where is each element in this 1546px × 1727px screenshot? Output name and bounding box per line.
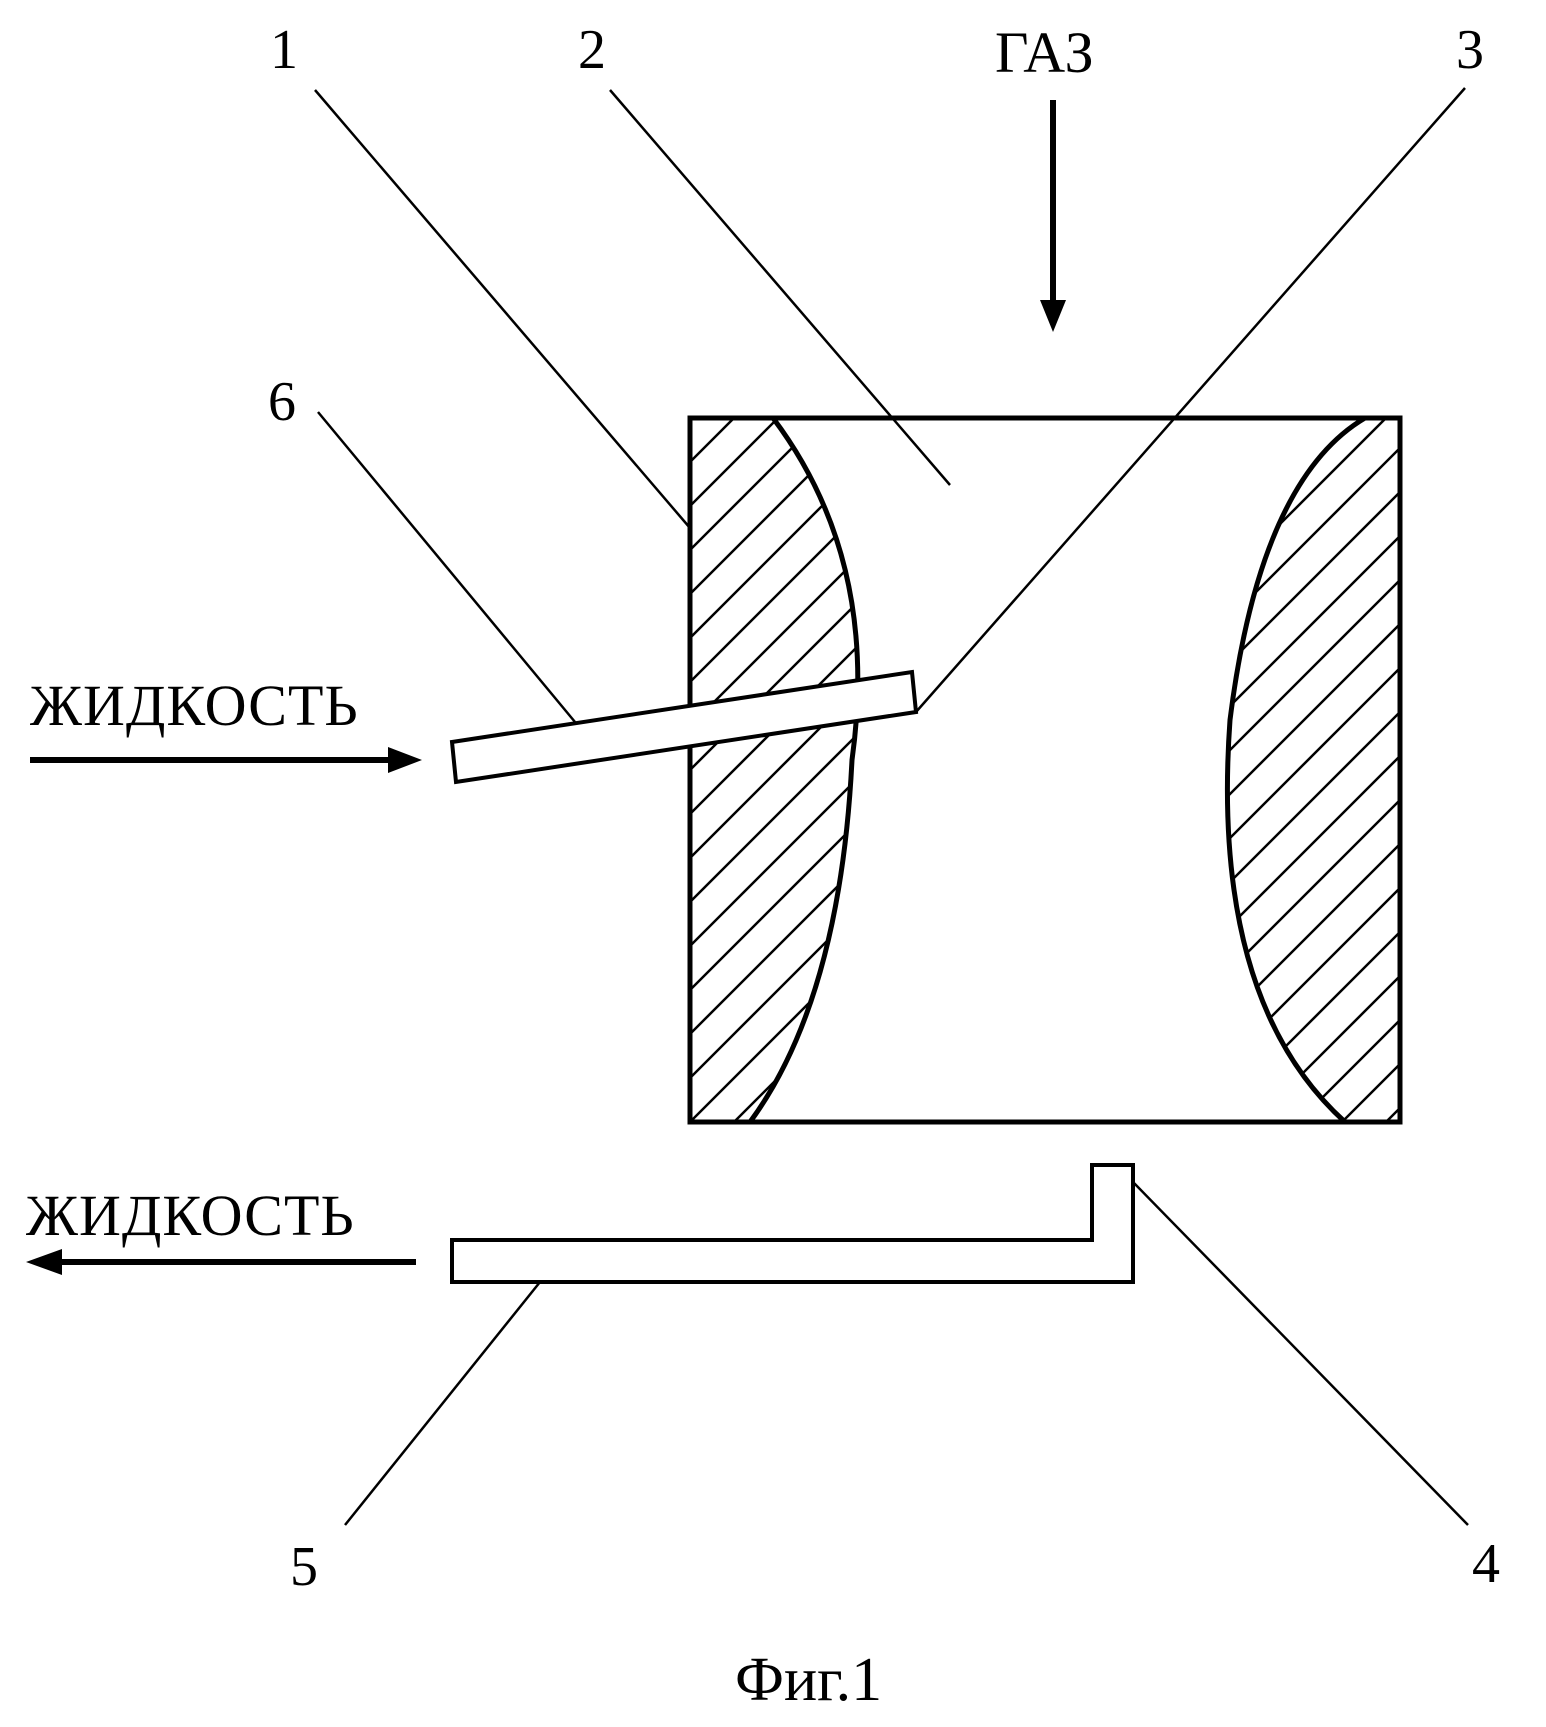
- hatch-line: [690, 418, 858, 1122]
- hatch-line: [1227, 418, 1400, 1122]
- hatch-line: [506, 418, 1210, 1122]
- hatch-line: [690, 418, 858, 1122]
- hatch-line: [690, 418, 858, 1122]
- hatch-line: [1227, 418, 1400, 1122]
- label-part-4: 4: [1472, 1533, 1500, 1595]
- label-gas: ГАЗ: [995, 20, 1095, 85]
- hatch-line: [690, 418, 858, 1122]
- inlet-tube: [449, 669, 919, 785]
- hatch-line: [1227, 418, 1400, 1122]
- hatch-line: [1227, 418, 1400, 1122]
- hatch-line: [690, 418, 858, 1122]
- hatch-line: [1341, 418, 1400, 1122]
- liquid-out-arrow: [26, 1249, 416, 1275]
- hatch-line: [777, 418, 858, 1122]
- hatch-line: [1227, 418, 1400, 1122]
- hatch-line: [690, 418, 858, 1122]
- hatch-line: [1227, 418, 1400, 1122]
- label-part-5: 5: [290, 1536, 318, 1598]
- left-deposit-outline: [747, 416, 861, 1124]
- hatch-line: [690, 418, 858, 1122]
- hatch-line: [1227, 418, 1343, 1122]
- leader-3: [915, 87, 1466, 713]
- hatch-line: [1227, 418, 1400, 1122]
- liquid-in-arrow: [30, 747, 422, 773]
- hatch-line: [690, 418, 858, 1122]
- right-deposit-outline: [1224, 415, 1400, 1125]
- label-part-2: 2: [578, 19, 606, 81]
- hatch-line: [1227, 418, 1255, 1122]
- hatch-line: [690, 418, 735, 1122]
- hatch-line: [1297, 418, 1400, 1122]
- label-liquid-out: ЖИДКОСТЬ: [26, 1183, 355, 1248]
- hatch-line: [1253, 418, 1400, 1122]
- hatch-line: [690, 418, 858, 1122]
- leader-4: [1132, 1181, 1469, 1526]
- right-deposit-hatch: [506, 418, 1400, 1122]
- hatch-line: [866, 418, 1546, 1122]
- hatch-line: [690, 418, 823, 1122]
- leader-5: [344, 1281, 541, 1526]
- leader-2: [609, 89, 951, 486]
- hatch-line: [1227, 418, 1400, 1122]
- hatch-line: [1227, 418, 1400, 1122]
- hatch-line: [690, 418, 691, 1122]
- hatch-line: [690, 418, 858, 1122]
- hatch-line: [1227, 418, 1400, 1122]
- label-part-6: 6: [268, 371, 296, 433]
- leader-1: [314, 89, 691, 529]
- gas-arrow: [1040, 100, 1066, 332]
- label-part-3: 3: [1456, 19, 1484, 81]
- hatch-line: [1227, 418, 1400, 1122]
- outlet-tube: [450, 1163, 1135, 1284]
- hatch-line: [1227, 418, 1299, 1122]
- hatch-line: [733, 418, 858, 1122]
- label-liquid-in: ЖИДКОСТЬ: [30, 673, 359, 738]
- hatch-line: [690, 418, 779, 1122]
- hatch-line: [690, 418, 858, 1122]
- hatch-line: [1227, 418, 1400, 1122]
- hatch-line: [821, 418, 858, 1122]
- label-part-1: 1: [270, 19, 298, 81]
- hatch-line: [690, 418, 858, 1122]
- figure-caption: Фиг.1: [735, 1646, 882, 1714]
- hatch-line: [1385, 418, 1400, 1122]
- leader-6: [317, 411, 576, 723]
